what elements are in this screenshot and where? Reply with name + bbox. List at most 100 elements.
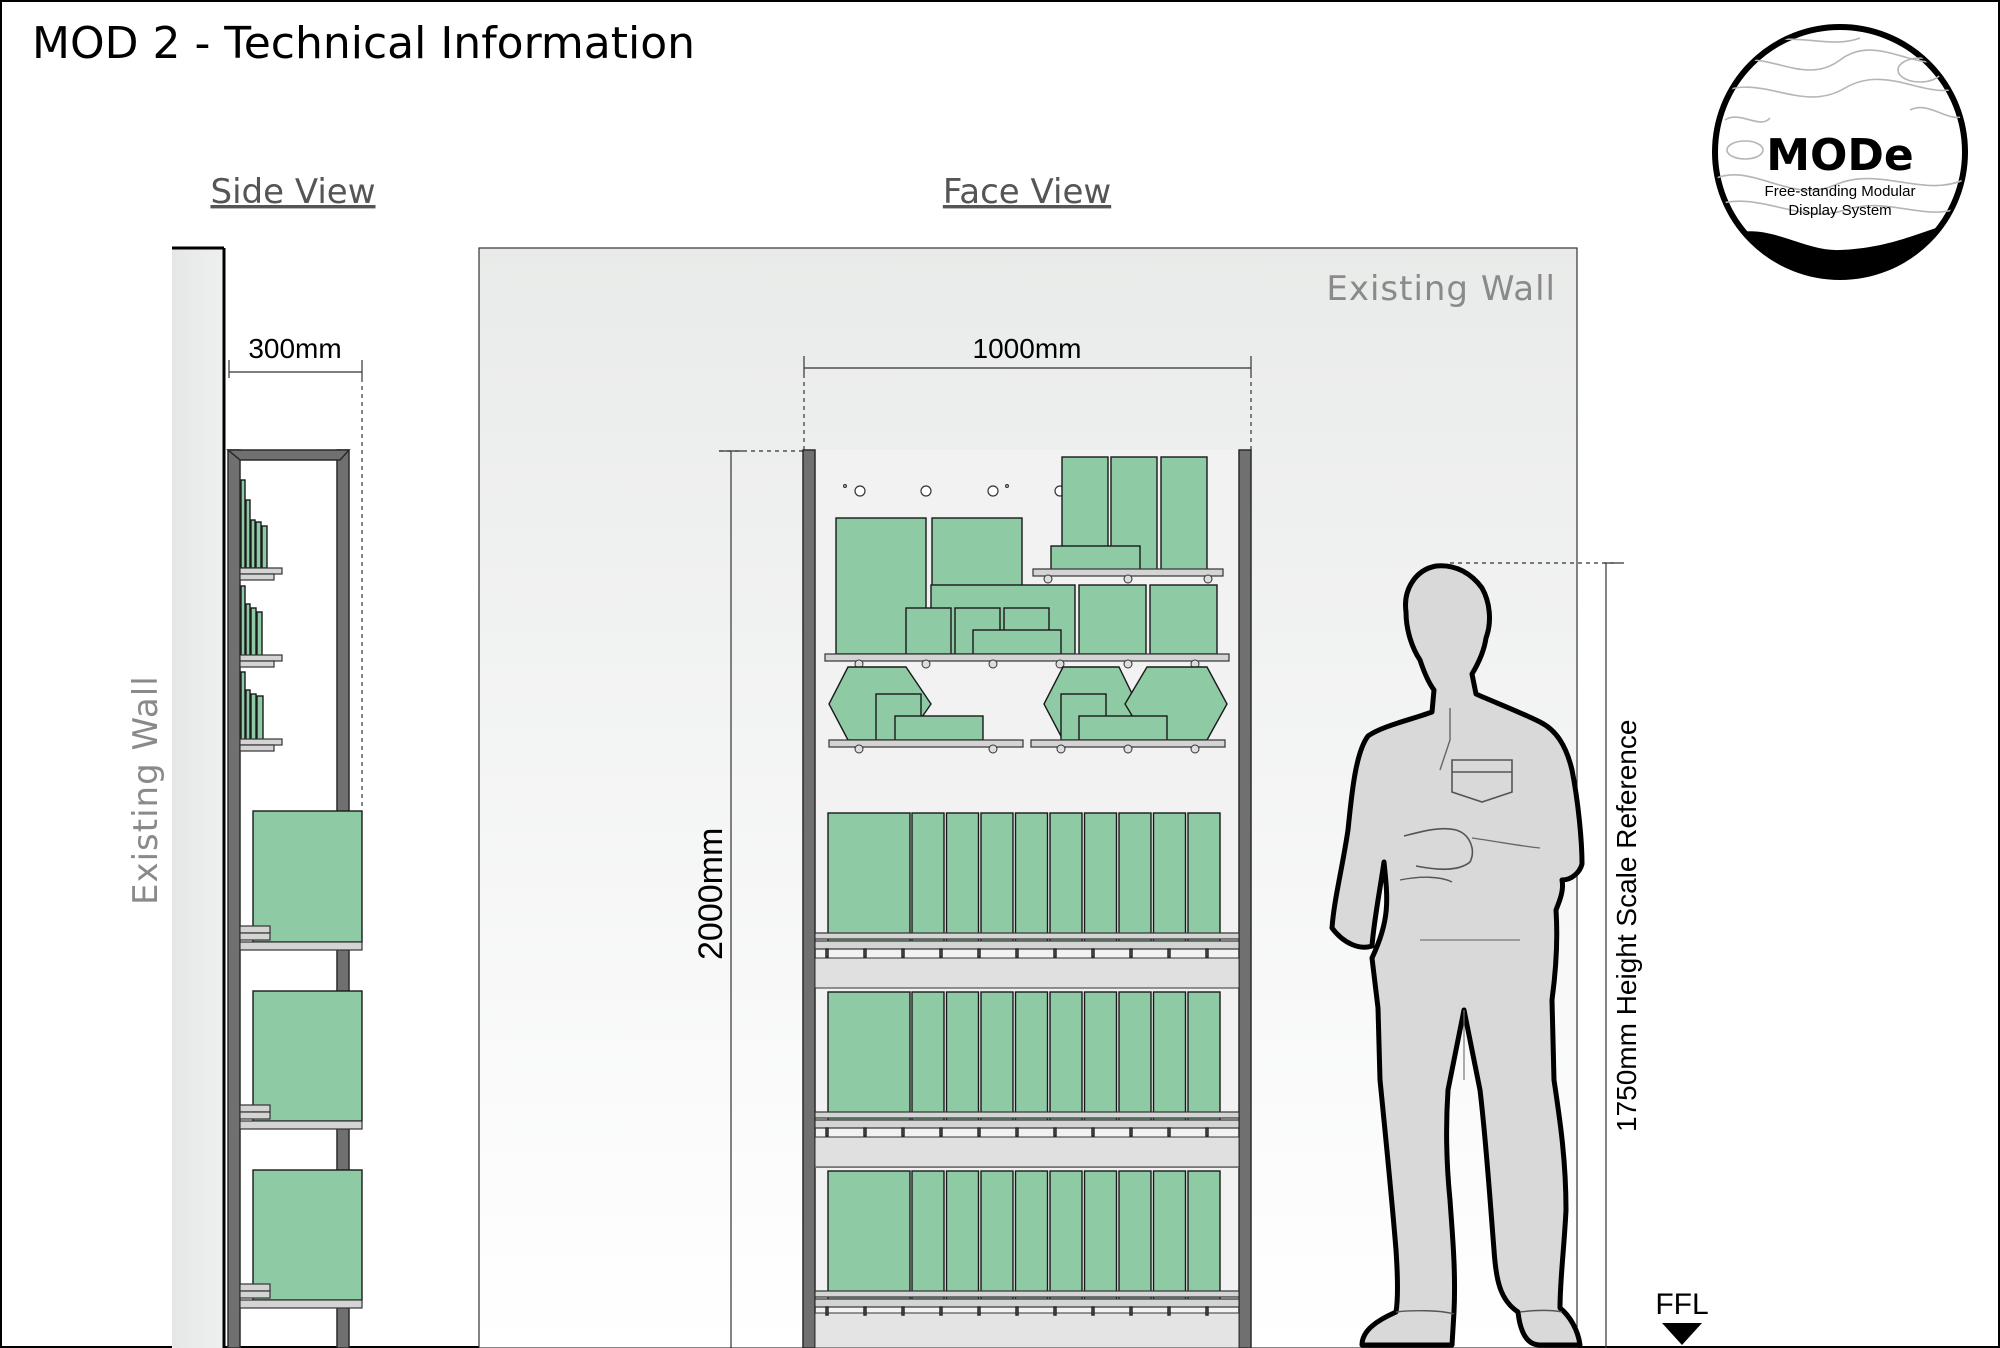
side-lower-shelves — [239, 810, 363, 1309]
logo-tagline-line1: Free-standing Modular — [1765, 183, 1916, 200]
shelf-bracket — [1091, 1127, 1095, 1137]
face-height-dimension — [719, 450, 803, 1348]
file-box — [980, 991, 1014, 1125]
face-top-right-display — [1032, 456, 1224, 584]
face-view-heading: Face View — [943, 172, 1111, 212]
file-box — [1118, 991, 1152, 1125]
file-box — [980, 812, 1014, 946]
logo-tagline-line2: Display System — [1788, 202, 1891, 219]
shelf-bracket — [1129, 1306, 1133, 1316]
face-view-wall-label: Existing Wall — [1326, 269, 1556, 309]
file-box — [945, 991, 980, 1125]
scale-reference-label: 1750mm Height Scale Reference — [1611, 720, 1642, 1132]
file-box — [1014, 812, 1049, 946]
file-shelf-lip — [814, 932, 1240, 940]
shelf-bracket — [939, 1127, 943, 1137]
ffl-marker — [1662, 1323, 1702, 1345]
side-depth-label: 300mm — [248, 333, 341, 364]
shelf-bracket — [825, 948, 829, 958]
shelf-bracket — [1129, 1127, 1133, 1137]
shelf-bracket — [1053, 1306, 1057, 1316]
side-upper-shelves — [239, 479, 283, 752]
face-upper-shelf-display — [824, 517, 1230, 669]
file-box — [1187, 991, 1221, 1125]
file-box — [1187, 812, 1221, 946]
ffl-arrow-icon — [1662, 1323, 1702, 1345]
file-box — [1187, 1170, 1221, 1304]
file-box — [1014, 991, 1049, 1125]
file-shelf — [814, 1298, 1240, 1308]
shelf-bracket — [977, 1306, 981, 1316]
file-box-wide — [827, 812, 911, 946]
side-view-heading: Side View — [210, 172, 375, 212]
side-depth-dimension — [228, 360, 363, 810]
file-shelf — [814, 1119, 1240, 1129]
shelf-bracket — [1091, 948, 1095, 958]
file-box — [980, 1170, 1014, 1304]
file-box — [1083, 812, 1118, 946]
shelf-bracket — [901, 1306, 905, 1316]
file-box — [1014, 1170, 1049, 1304]
shelf-bracket — [1129, 948, 1133, 958]
file-box-wide — [827, 1170, 911, 1304]
logo-name: MODe — [1766, 130, 1914, 181]
file-box — [1152, 1170, 1187, 1304]
shelf-bracket — [901, 1127, 905, 1137]
face-hexagon-shelf-display — [828, 666, 1228, 754]
shelf-bracket — [901, 948, 905, 958]
file-box — [1118, 1170, 1152, 1304]
shelf-bracket — [863, 1127, 867, 1137]
ffl-label: FFL — [1655, 1288, 1708, 1321]
shelf-bracket — [1091, 1306, 1095, 1316]
file-shelf — [814, 940, 1240, 950]
shelf-bracket — [1167, 1127, 1171, 1137]
shelf-bracket — [1015, 1306, 1019, 1316]
file-box — [1152, 991, 1187, 1125]
file-box — [1152, 812, 1187, 946]
human-scale-figure-icon — [1329, 563, 1585, 1348]
face-width-label: 1000mm — [973, 333, 1082, 364]
shelf-bracket — [1167, 948, 1171, 958]
shelf-bracket — [1015, 1127, 1019, 1137]
file-shelf-lip — [814, 1290, 1240, 1298]
file-box — [911, 812, 945, 946]
file-shelf-lip — [814, 1111, 1240, 1119]
shelf-bracket — [1053, 948, 1057, 958]
shelf-bracket — [825, 1127, 829, 1137]
face-width-dimension — [803, 356, 1252, 452]
shelf-bracket — [1205, 1127, 1209, 1137]
file-box — [1049, 1170, 1083, 1304]
shelf-bracket — [977, 948, 981, 958]
shelf-bracket — [1205, 948, 1209, 958]
page-title: MOD 2 - Technical Information — [32, 18, 695, 69]
shelf-bracket — [1167, 1306, 1171, 1316]
scale-reference-dimension — [1450, 562, 1624, 1348]
file-box — [1118, 812, 1152, 946]
file-box — [945, 1170, 980, 1304]
file-box-wide — [827, 991, 911, 1125]
shelf-bracket — [1205, 1306, 1209, 1316]
side-view-wall-label: Existing Wall — [126, 675, 166, 905]
shelf-bracket — [1053, 1127, 1057, 1137]
shelf-bracket — [1015, 948, 1019, 958]
file-box — [945, 812, 980, 946]
face-lower-file-shelves — [814, 812, 1240, 1316]
face-height-label: 2000mm — [692, 828, 730, 960]
mode-logo: MODe Free-standing Modular Display Syste… — [1712, 24, 1968, 280]
shelf-bracket — [939, 1306, 943, 1316]
file-box — [1083, 991, 1118, 1125]
pegboard-holes — [842, 484, 1066, 497]
shelf-bracket — [939, 948, 943, 958]
file-box — [911, 1170, 945, 1304]
file-box — [1049, 991, 1083, 1125]
side-view-wall — [172, 246, 226, 1348]
file-box — [1049, 812, 1083, 946]
shelf-bracket — [825, 1306, 829, 1316]
shelf-bracket — [863, 948, 867, 958]
file-box — [911, 991, 945, 1125]
shelf-bracket — [863, 1306, 867, 1316]
shelf-bracket — [977, 1127, 981, 1137]
file-box — [1083, 1170, 1118, 1304]
